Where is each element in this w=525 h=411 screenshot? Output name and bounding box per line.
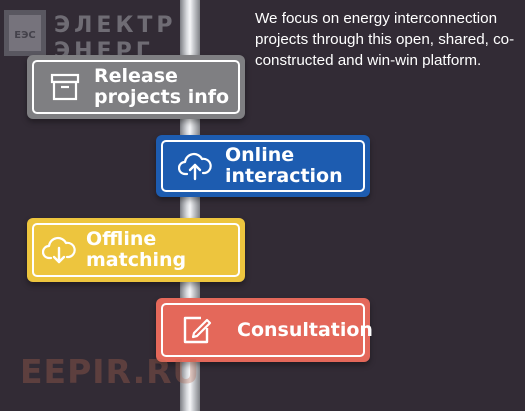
sign-offline-matching: Offline matching xyxy=(27,218,245,282)
logo-badge: ЕЭС xyxy=(14,30,36,41)
sign-label: Offline matching xyxy=(86,228,187,271)
cloud-download-icon xyxy=(40,235,78,265)
watermark-text: EEPIR.RU xyxy=(20,352,201,391)
sign-online-interaction: Online interaction xyxy=(156,135,370,197)
sign-consultation: Consultation xyxy=(156,298,373,362)
sign-label: Consultation xyxy=(237,318,373,341)
edit-icon xyxy=(177,314,217,346)
cloud-upload-icon xyxy=(175,151,215,181)
intro-text: We focus on energy interconnection proje… xyxy=(255,10,515,69)
logo-text-top: ЭЛЕКТР xyxy=(54,13,177,38)
sign-release-projects-info: Release projects info xyxy=(27,55,245,119)
box-icon xyxy=(42,73,88,101)
sign-label: Release projects info xyxy=(94,65,230,108)
sign-label: Online interaction xyxy=(225,144,343,187)
